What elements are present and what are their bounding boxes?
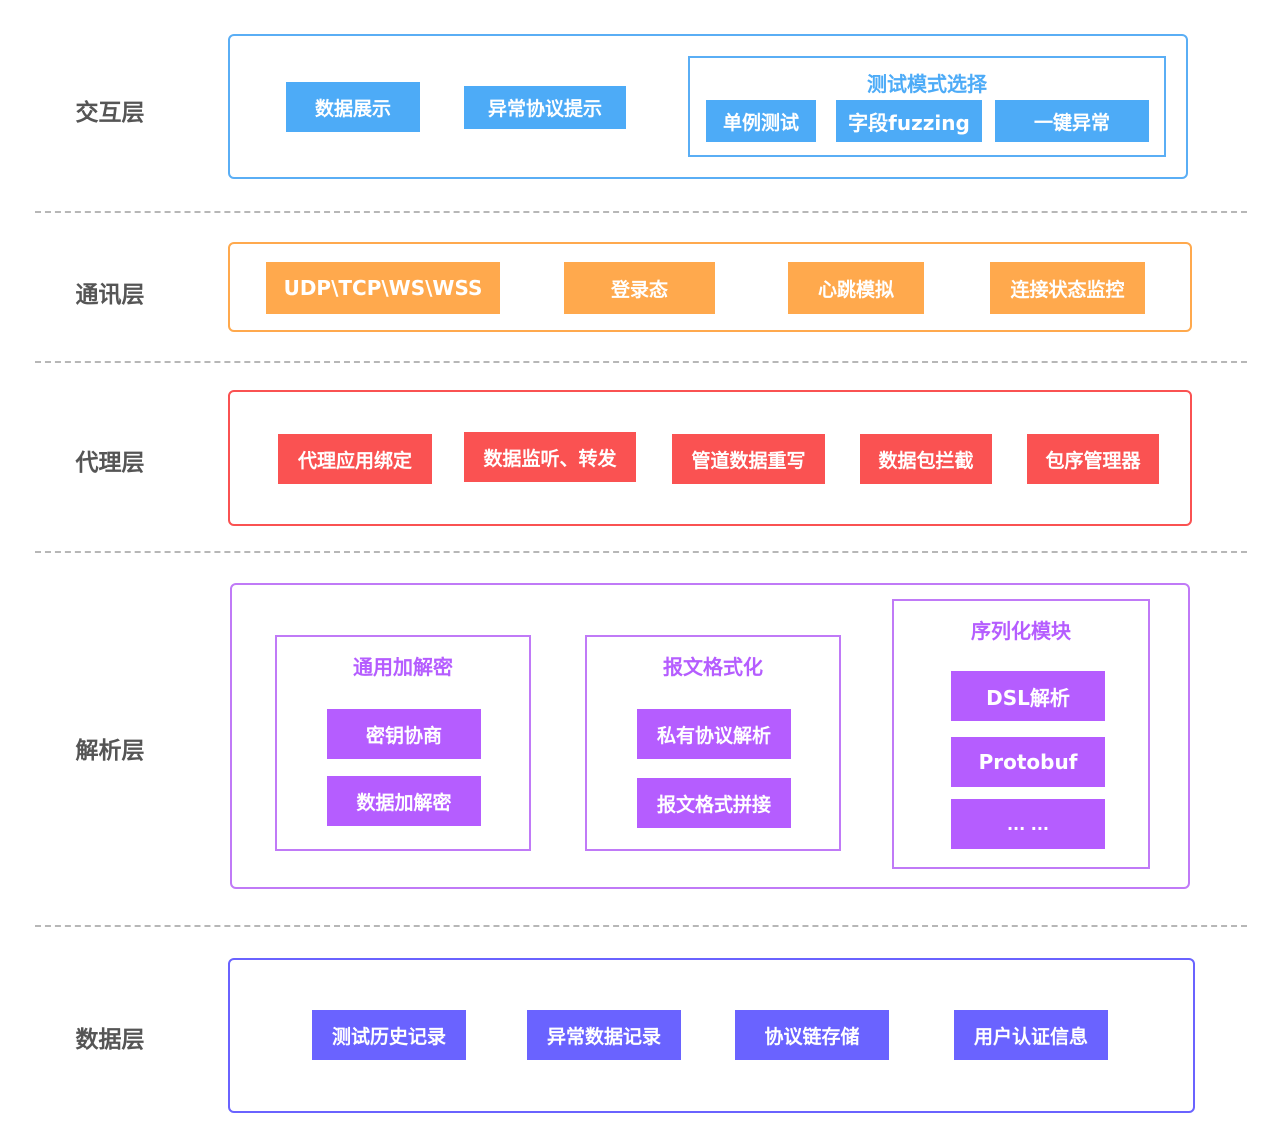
- test-mode-title: 测试模式选择: [867, 72, 987, 96]
- data-layer-frame: 测试历史记录 异常数据记录 协议链存储 用户认证信息: [228, 958, 1195, 1113]
- chip-dsl-parse: DSL解析: [951, 671, 1105, 721]
- layer-divider: [35, 361, 1247, 363]
- chip-data-listen-forward: 数据监听、转发: [464, 432, 636, 482]
- layer-label-proxy: 代理层: [75, 450, 145, 476]
- crypto-title: 通用加解密: [353, 655, 453, 679]
- chip-private-protocol-parse: 私有协议解析: [637, 709, 791, 759]
- test-mode-group: 测试模式选择 单例测试 字段fuzzing 一键异常: [688, 56, 1166, 157]
- chip-test-history: 测试历史记录: [312, 1010, 466, 1060]
- chip-pipe-data-rewrite: 管道数据重写: [672, 434, 825, 484]
- chip-protobuf: Protobuf: [951, 737, 1105, 787]
- crypto-group: 通用加解密 密钥协商 数据加解密: [275, 635, 531, 851]
- layer-label-interaction: 交互层: [75, 100, 145, 126]
- chip-transport-protocols: UDP\TCP\WS\WSS: [266, 262, 500, 314]
- chip-more: ... ...: [951, 799, 1105, 849]
- chip-data-display: 数据展示: [286, 82, 420, 132]
- interaction-layer-frame: 数据展示 异常协议提示 测试模式选择 单例测试 字段fuzzing 一键异常: [228, 34, 1188, 179]
- chip-one-click-abnormal: 一键异常: [995, 100, 1149, 142]
- chip-packet-order-manager: 包序管理器: [1027, 434, 1159, 484]
- layer-divider: [35, 925, 1247, 927]
- chip-proxy-app-binding: 代理应用绑定: [278, 434, 432, 484]
- chip-packet-intercept: 数据包拦截: [860, 434, 992, 484]
- serialization-group: 序列化模块 DSL解析 Protobuf ... ...: [892, 599, 1150, 869]
- layer-label-communication: 通讯层: [75, 282, 145, 308]
- format-group: 报文格式化 私有协议解析 报文格式拼接: [585, 635, 841, 851]
- chip-user-auth-info: 用户认证信息: [954, 1010, 1108, 1060]
- chip-abnormal-data-record: 异常数据记录: [527, 1010, 681, 1060]
- communication-layer-frame: UDP\TCP\WS\WSS 登录态 心跳模拟 连接状态监控: [228, 242, 1192, 332]
- serialization-title: 序列化模块: [971, 619, 1071, 643]
- chip-login-state: 登录态: [564, 262, 715, 314]
- chip-data-encrypt-decrypt: 数据加解密: [327, 776, 481, 826]
- proxy-layer-frame: 代理应用绑定 数据监听、转发 管道数据重写 数据包拦截 包序管理器: [228, 390, 1192, 526]
- layer-label-parsing: 解析层: [75, 738, 145, 764]
- format-title: 报文格式化: [663, 655, 763, 679]
- layer-divider: [35, 211, 1247, 213]
- layer-divider: [35, 551, 1247, 553]
- layer-label-data: 数据层: [75, 1027, 145, 1053]
- parsing-layer-frame: 通用加解密 密钥协商 数据加解密 报文格式化 私有协议解析 报文格式拼接 序列化…: [230, 583, 1190, 889]
- chip-single-test: 单例测试: [706, 100, 816, 142]
- chip-heartbeat-simulation: 心跳模拟: [788, 262, 924, 314]
- chip-message-format-concat: 报文格式拼接: [637, 778, 791, 828]
- chip-protocol-chain-storage: 协议链存储: [735, 1010, 889, 1060]
- chip-connection-monitor: 连接状态监控: [990, 262, 1145, 314]
- chip-abnormal-protocol-hint: 异常协议提示: [464, 86, 626, 129]
- chip-field-fuzzing: 字段fuzzing: [836, 100, 982, 142]
- chip-key-negotiation: 密钥协商: [327, 709, 481, 759]
